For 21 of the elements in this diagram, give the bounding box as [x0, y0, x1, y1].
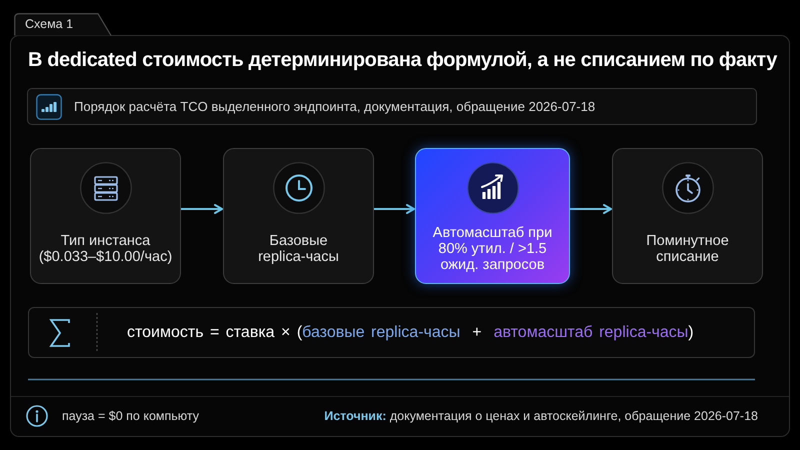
source-text: Источник: документация о ценах и автоскейлинге, обращение 2026-07-18 [324, 409, 758, 423]
title: В dedicated стоимость детерминирована формулой, а не списанием по факту [28, 49, 777, 72]
subtitle-text: Порядок расчёта TCO выделенного эндпоинта, документация, обращение 2026-07-18 [74, 99, 596, 114]
step-box [30, 148, 181, 284]
arrow [570, 204, 612, 214]
step-box [223, 148, 374, 284]
step-label: Базовые replica-часы [257, 232, 340, 266]
step-box [612, 148, 763, 284]
formula-text: ) [688, 324, 694, 342]
step-label: Тип инстанса ($0.033–$10.00/час) [38, 232, 174, 266]
step-label: Автомасштаб при 80% утил. / >1.5 ожид. запросов [432, 224, 554, 274]
formula-text: автомасштаб replica-часы [494, 324, 688, 342]
formula-text: базовые replica-часы [302, 324, 460, 342]
formula-text: стоимость = ставка × ( [127, 324, 302, 342]
step-label: Поминутное списание [645, 232, 730, 266]
tab-label: Схема 1 [25, 17, 74, 31]
arrow [181, 204, 223, 214]
formula-text: + [472, 324, 482, 342]
arrow [374, 204, 415, 214]
highlighted-step-box [415, 148, 570, 284]
footnote-text: пауза = $0 по компьюту [62, 409, 199, 423]
